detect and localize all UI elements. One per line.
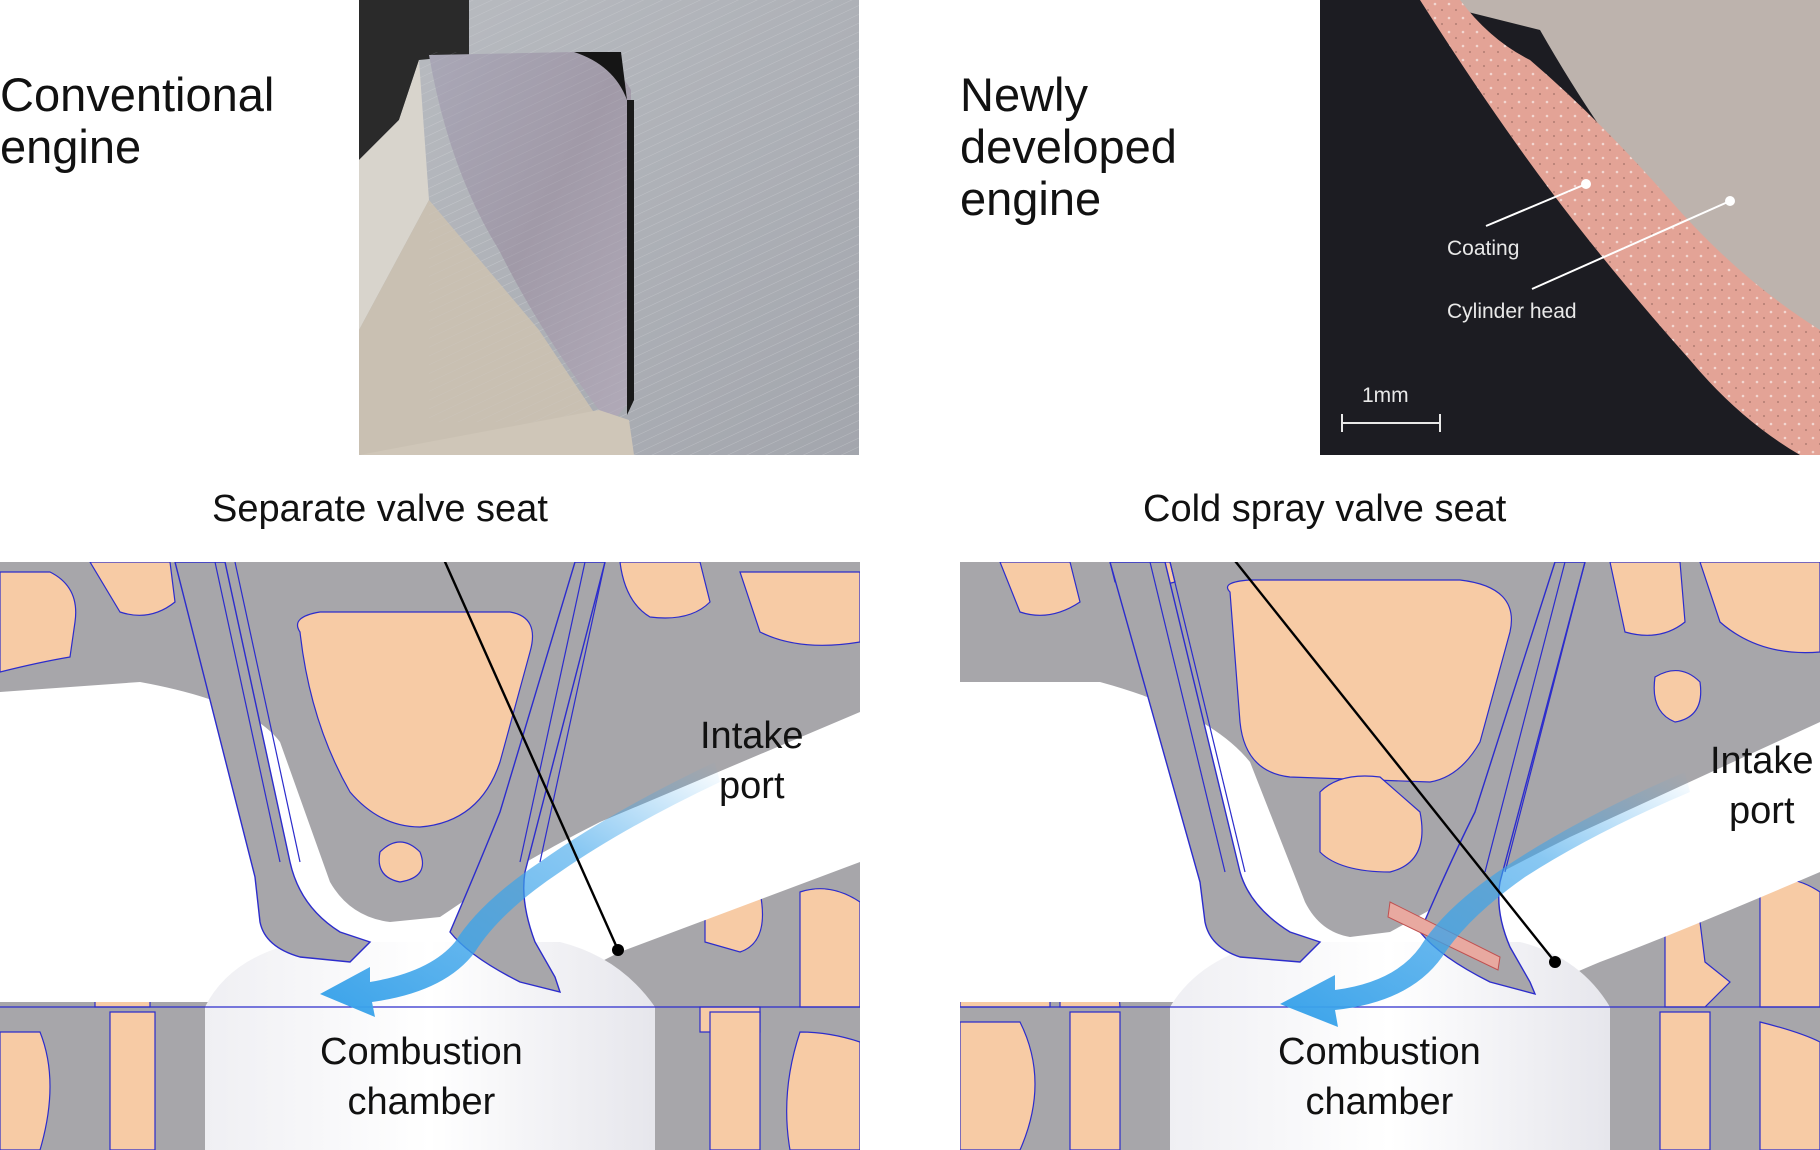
conventional-cutaway-diagram (0, 562, 860, 1150)
pointer-dot-icon (612, 944, 624, 956)
conventional-combustion-chamber-label: Combustion chamber (320, 1031, 523, 1123)
newly-developed-cutaway-diagram (960, 562, 1820, 1150)
newly-intake-port-label: Intake port (1710, 740, 1814, 832)
conventional-title: Conventional engine (0, 68, 275, 173)
pointer-dot-icon-new (1549, 956, 1561, 968)
cylinder-head-label: Cylinder head (1447, 300, 1577, 323)
conventional-seat-photo (359, 0, 859, 455)
newly-developed-title: Newly developed engine (960, 68, 1177, 225)
flow-arrow-icon-new (1280, 772, 1690, 1027)
separate-valve-seat-label: Separate valve seat (212, 488, 548, 530)
coating-label: Coating (1447, 237, 1519, 260)
cold-spray-leader-line (1234, 562, 1556, 963)
cold-spray-valve-seat-label: Cold spray valve seat (1143, 488, 1507, 530)
flow-arrow-icon (320, 762, 720, 1017)
scale-bar-label: 1mm (1362, 384, 1409, 407)
coating-leader-line (1485, 183, 1587, 227)
cylinder-head-pointer-dot-icon (1725, 196, 1735, 206)
coating-pointer-dot-icon (1581, 179, 1591, 189)
cold-spray-micrograph: Coating Cylinder head 1mm (1320, 0, 1820, 455)
valve-seat-leader-line (443, 562, 620, 951)
newly-combustion-chamber-label: Combustion chamber (1278, 1031, 1481, 1123)
conventional-intake-port-label: Intake port (700, 715, 804, 807)
cylinder-head-leader-line (1531, 200, 1731, 290)
